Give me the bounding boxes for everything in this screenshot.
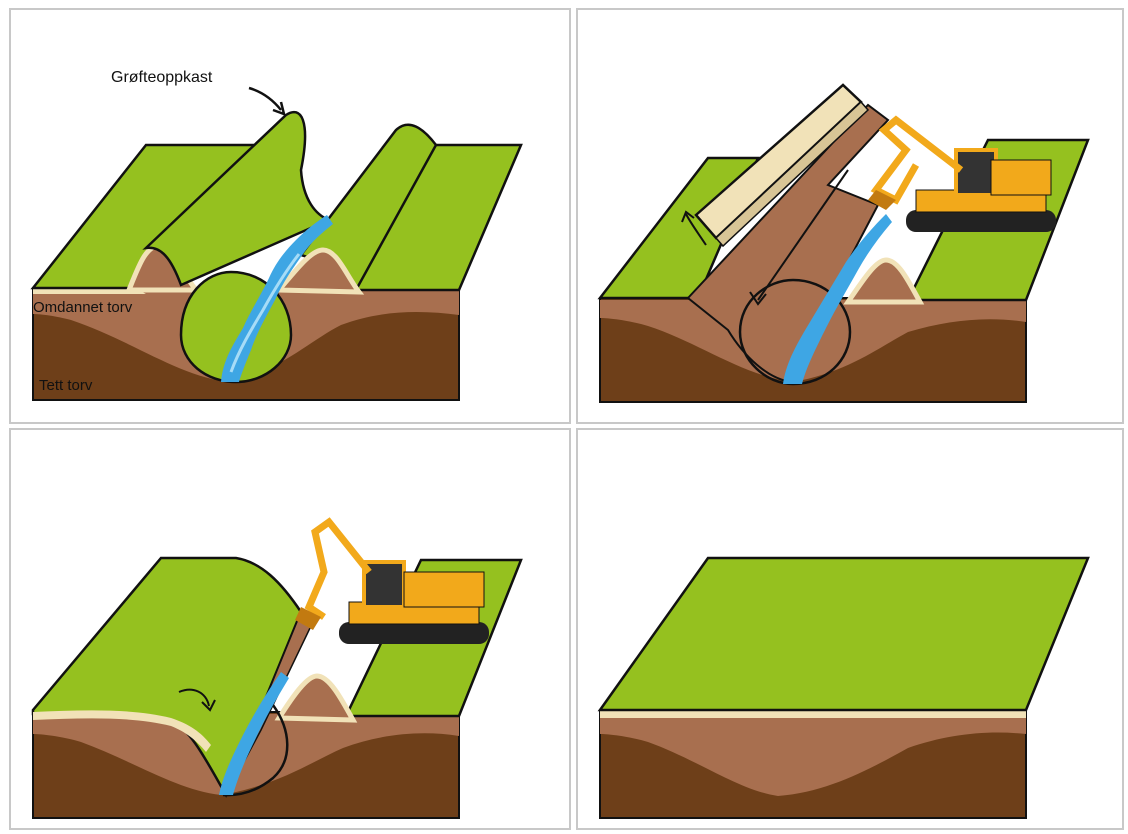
right-spoil-bank-hill — [279, 676, 353, 720]
excavator-icon — [868, 120, 1056, 232]
label-dense-peat: Tett torv — [39, 377, 93, 394]
panel-excavator-filling — [9, 428, 571, 830]
label-decomposed-peat: Omdannet torv — [33, 299, 133, 316]
panel-excavator-levelling — [576, 8, 1124, 424]
restored-terrain-diagram — [578, 430, 1122, 828]
label-spoil-bank: Grøfteoppkast — [111, 69, 213, 86]
arrow-icon — [249, 88, 281, 110]
filling-diagram — [11, 430, 569, 828]
panel-ditch-with-spoil-banks: Grøfteoppkast Omdannet torv Tett torv — [9, 8, 571, 424]
ditch-cross-section-diagram: Grøfteoppkast Omdannet torv Tett torv — [11, 10, 569, 422]
levelling-diagram — [578, 10, 1122, 422]
grass-field — [600, 558, 1088, 710]
excavator-icon — [295, 522, 489, 644]
panel-restored-terrain — [576, 428, 1124, 830]
